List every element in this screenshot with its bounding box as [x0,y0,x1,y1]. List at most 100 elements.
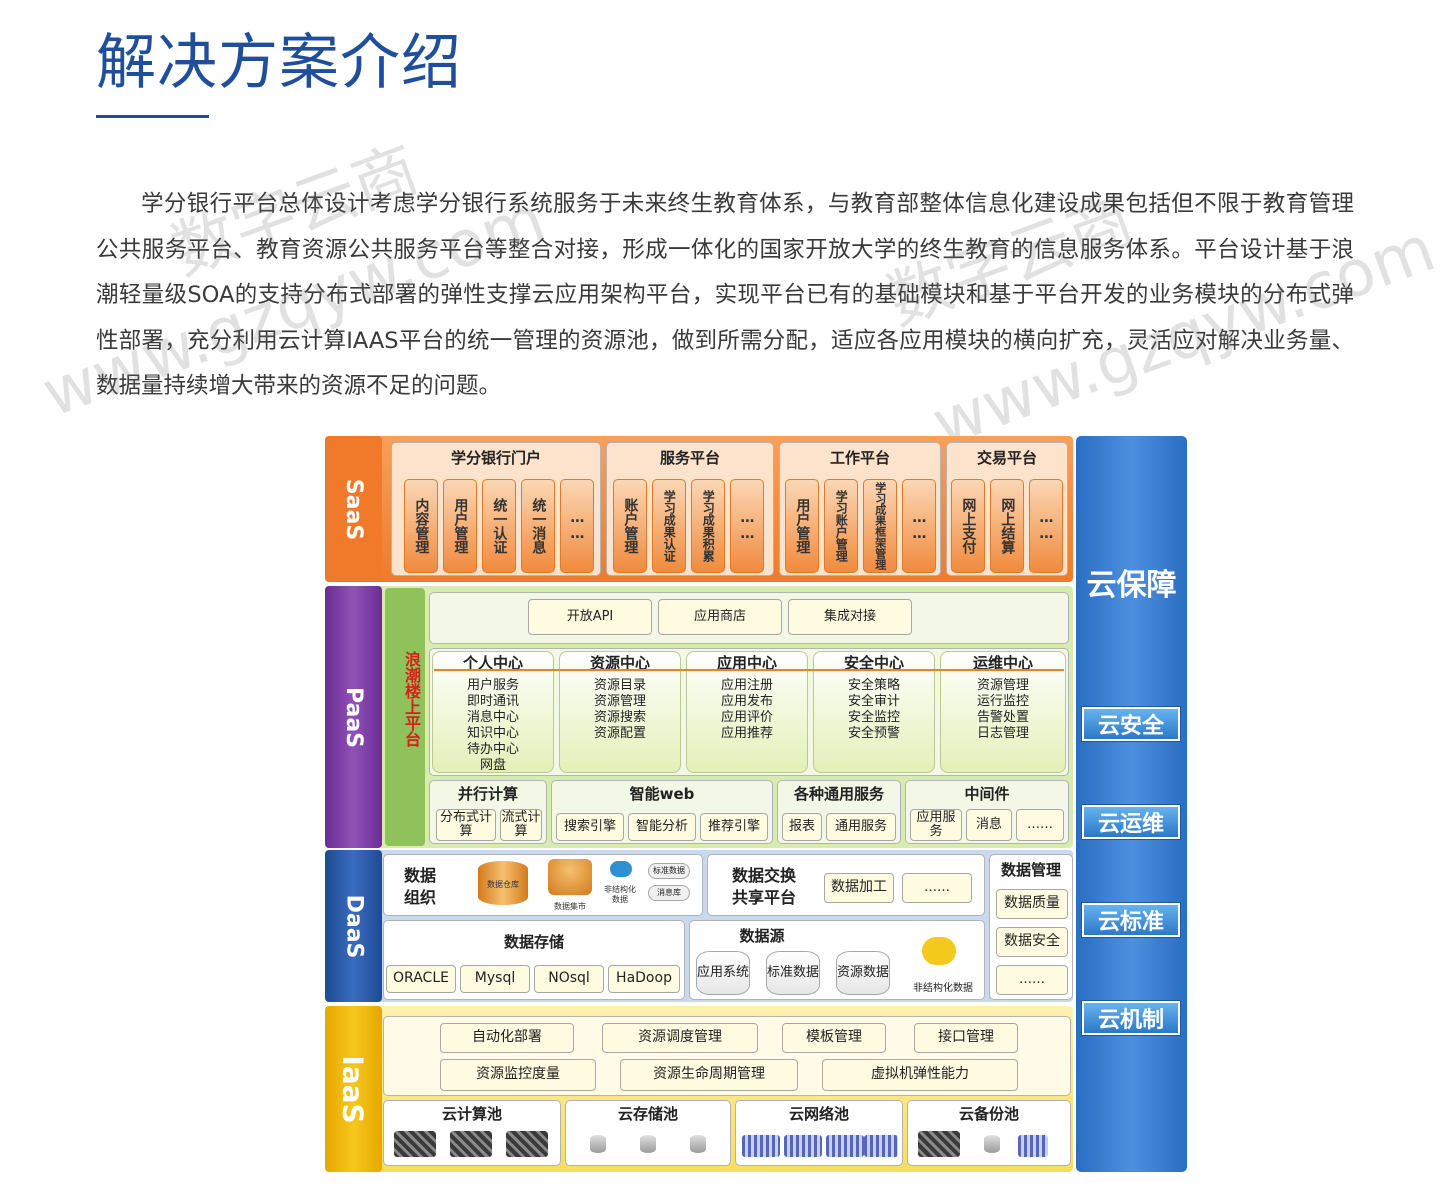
saas-item: …… [560,479,594,573]
saas-band: SaaS [325,436,382,582]
saas-item: 统一消息 [521,479,555,573]
network-switch-icon [1018,1135,1048,1157]
network-switch-icon [864,1135,898,1157]
data-management-box: 数据管理 数据质量 数据安全 …… [989,854,1073,1000]
data-exchange-title: 数据交换共享平台 [732,866,797,907]
center-items: 应用注册 应用发布 应用评价 应用推荐 [720,678,773,741]
server-icon [394,1131,436,1157]
cloud-guarantee-column: 云保障 云安全 云运维 云标准 云机制 [1076,436,1187,1172]
storage-item: NOsql [534,965,604,993]
platform-name: 浪潮楼上平台 [402,651,421,747]
network-pool: 云网络池 [735,1100,903,1166]
pool-title: 云备份池 [958,1105,1019,1123]
paas-top-item: 开放API [528,599,652,635]
saas-item: 账户管理 [613,479,647,573]
message-db-tag: 消息库 [648,885,690,901]
page-title: 解决方案介绍 [96,28,462,98]
group-title: 数据存储 [503,933,564,951]
saas-group: 学分银行门户 内容管理 用户管理 统一认证 统一消息 …… [391,442,601,576]
center-card: 应用中心 应用注册 应用发布 应用评价 应用推荐 [686,651,808,773]
data-storage-box: 数据存储 ORACLE Mysql NOsql HaDoop [383,920,685,1000]
storage-item: HaDoop [608,965,680,993]
saas-item: …… [730,479,764,573]
paas-item: 流式计算 [500,809,542,841]
source-item: 应用系统 [696,951,750,995]
center-title: 运维中心 [972,654,1033,672]
backup-pool: 云备份池 [907,1100,1071,1166]
saas-item: 学习成果积累 [691,479,725,573]
server-icon [506,1131,548,1157]
cloud-security-button[interactable]: 云安全 [1082,707,1180,741]
iaas-item: 接口管理 [914,1023,1018,1053]
database-icon-label: 数据仓库 [487,880,519,889]
datamart-icon-label: 数据集市 [554,902,586,911]
paas-item: …… [1016,809,1064,841]
paas-group: 中间件 应用服务 消息 …… [905,780,1069,844]
group-title: 数据管理 [1000,861,1061,879]
network-switch-icon [826,1135,864,1157]
compute-pool: 云计算池 [383,1100,561,1166]
center-items: 资源目录 资源管理 资源搜索 资源配置 [593,678,646,741]
center-title: 安全中心 [843,654,904,672]
center-card: 资源中心 资源目录 资源管理 资源搜索 资源配置 [559,651,681,773]
iaas-item: 资源监控度量 [440,1059,596,1091]
paas-group: 智能web 搜索引擎 智能分析 推荐引擎 [551,780,773,844]
group-title: 并行计算 [457,785,518,803]
center-title: 应用中心 [716,654,777,672]
pool-title: 云网络池 [788,1105,849,1123]
paas-item: 报表 [782,813,822,841]
intro-paragraph: 学分银行平台总体设计考虑学分银行系统服务于未来终生教育体系，与教育部整体信息化建… [96,191,1354,400]
pool-title: 云计算池 [441,1105,502,1123]
center-card: 安全中心 安全策略 安全审计 安全监控 安全预警 [813,651,935,773]
saas-item: 网上支付 [951,479,985,573]
iaas-item: 虚拟机弹性能力 [822,1059,1018,1091]
group-title: 学分银行门户 [450,449,541,467]
disk-icon [590,1135,606,1153]
saas-group: 交易平台 网上支付 网上结算 …… [946,442,1068,576]
group-title: 数据源 [739,927,785,945]
iaas-band: IaaS [325,1006,382,1172]
group-title: 各种通用服务 [793,785,884,803]
center-title: 资源中心 [589,654,650,672]
paas-top-item: 应用商店 [658,599,782,635]
saas-item: …… [1029,479,1063,573]
server-icon [450,1131,492,1157]
data-org-title: 数据组织 [404,866,437,907]
storage-item: ORACLE [386,965,456,993]
saas-item: 内容管理 [404,479,438,573]
center-card: 运维中心 资源管理 运行监控 告警处置 日志管理 [940,651,1066,773]
center-title: 个人中心 [462,654,523,672]
saas-item: 用户管理 [443,479,477,573]
saas-item: …… [902,479,936,573]
storage-pool: 云存储池 [565,1100,731,1166]
daas-band: DaaS [325,850,382,1002]
paas-item: 通用服务 [826,813,896,841]
group-title: 服务平台 [659,449,720,467]
disk-icon [984,1135,1000,1153]
cloud-ops-button[interactable]: 云运维 [1082,805,1180,839]
data-source-box: 数据源 应用系统 标准数据 资源数据 非结构化数据 [689,920,985,1000]
saas-item: 用户管理 [785,479,819,573]
cloud-mechanism-button[interactable]: 云机制 [1082,1001,1180,1035]
source-item: 标准数据 [766,951,820,995]
saas-item: 学习成果框架管理 [863,479,897,573]
database-icon [478,861,528,905]
standard-data-tag: 标准数据 [648,863,690,879]
paas-item: 消息 [966,809,1012,841]
paas-group: 各种通用服务 报表 通用服务 [777,780,901,844]
title-underline [96,115,209,118]
data-exchange-item: 数据加工 [824,873,894,903]
network-switch-icon [742,1135,780,1157]
iaas-mgmt-box: 自动化部署 资源调度管理 模板管理 接口管理 资源监控度量 资源生命周期管理 虚… [383,1016,1071,1096]
iaas-item: 资源生命周期管理 [620,1059,798,1091]
saas-item: 学习账户管理 [824,479,858,573]
mgmt-item: …… [996,965,1068,995]
iaas-item: 资源调度管理 [602,1023,758,1053]
server-icon [918,1131,960,1157]
center-divider [434,669,1064,671]
mgmt-item: 数据安全 [996,927,1068,957]
disk-icon [690,1135,706,1153]
cloud-standard-button[interactable]: 云标准 [1082,903,1180,937]
group-title: 智能web [629,785,695,803]
hadoop-elephant-icon [922,937,956,965]
